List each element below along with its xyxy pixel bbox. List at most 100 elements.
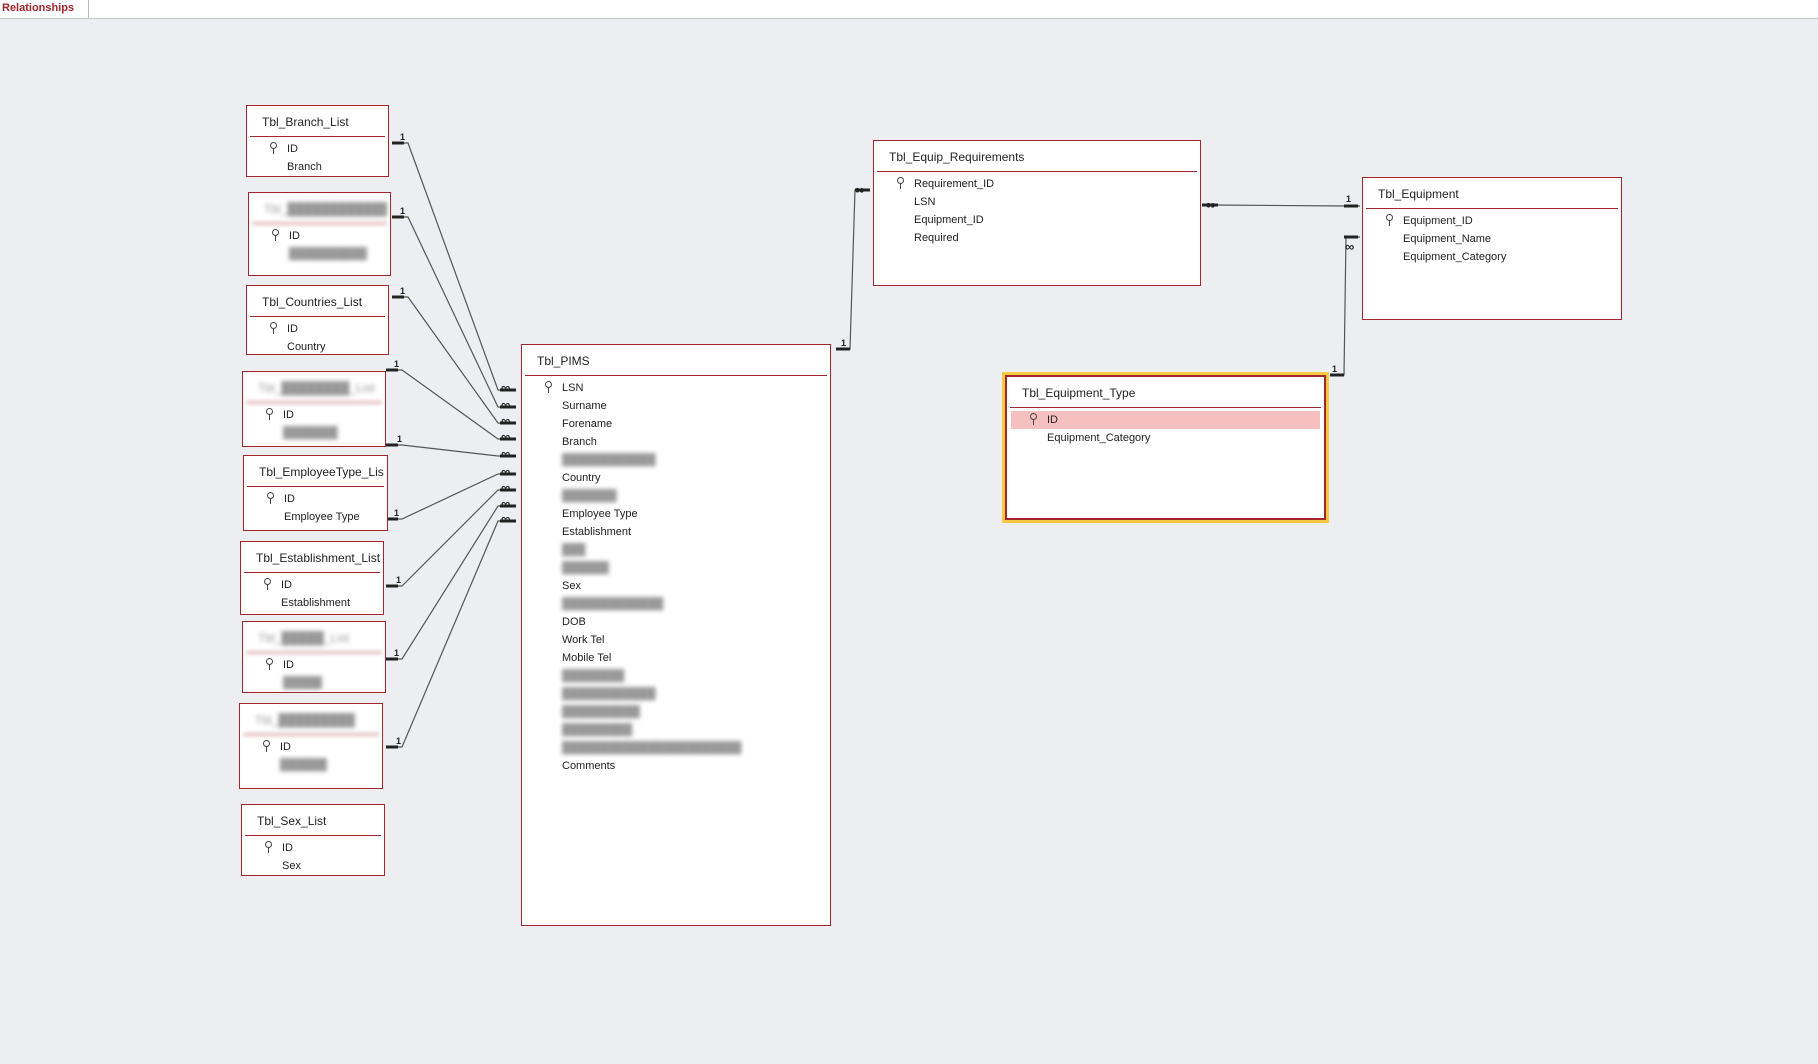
- table-equipment-type[interactable]: Tbl_Equipment_Type ID Equipment_Category: [1005, 375, 1326, 520]
- field-row[interactable]: ID: [251, 320, 384, 338]
- table-sex-list[interactable]: Tbl_Sex_List ID Sex: [241, 804, 385, 876]
- table-title[interactable]: Tbl_Branch_List: [250, 106, 385, 137]
- table-establishment-list[interactable]: Tbl_Establishment_List ID Establishment: [240, 541, 384, 615]
- table-equip-requirements[interactable]: Tbl_Equip_Requirements Requirement_ID LS…: [873, 140, 1201, 286]
- field-row[interactable]: Establishment: [526, 523, 826, 541]
- field-row[interactable]: Required: [878, 229, 1196, 247]
- rel-many-label: ∞: [501, 413, 510, 428]
- field-row[interactable]: Equipment_Category: [1367, 248, 1617, 266]
- field-name: ID: [281, 579, 292, 591]
- table-employeetype-list[interactable]: Tbl_EmployeeType_List ID Employee Type: [243, 455, 388, 531]
- field-row[interactable]: Equipment_ID: [878, 211, 1196, 229]
- field-row[interactable]: ID: [253, 227, 386, 245]
- primary-key-icon: [270, 322, 277, 334]
- table-pims[interactable]: Tbl_PIMS LSN Surname Forename Branch ███…: [521, 344, 831, 926]
- field-row-selected[interactable]: ID: [1011, 411, 1320, 429]
- table-title[interactable]: Tbl_Sex_List: [245, 805, 381, 836]
- table-title[interactable]: Tbl_████████████: [252, 193, 387, 224]
- field-row[interactable]: ID: [248, 490, 383, 508]
- field-row[interactable]: Equipment_ID: [1367, 212, 1617, 230]
- table-title[interactable]: Tbl_Establishment_List: [244, 542, 380, 573]
- field-row[interactable]: Work Tel: [526, 631, 826, 649]
- field-row[interactable]: Country: [526, 469, 826, 487]
- field-row[interactable]: ID: [247, 406, 381, 424]
- field-row[interactable]: ID: [246, 839, 380, 857]
- table-branch-list[interactable]: Tbl_Branch_List ID Branch: [246, 105, 389, 177]
- field-name: Establishment: [562, 526, 632, 538]
- table-title[interactable]: Tbl_████████_List: [246, 372, 382, 403]
- table-title[interactable]: Tbl_█████████: [243, 704, 379, 735]
- table-redacted-8[interactable]: Tbl_█████████ ID ██████: [239, 703, 383, 789]
- field-row[interactable]: ██████: [526, 559, 826, 577]
- field-row[interactable]: Sex: [526, 577, 826, 595]
- field-row[interactable]: ███████: [526, 487, 826, 505]
- field-name: Equipment_ID: [914, 214, 984, 226]
- field-row[interactable]: LSN: [526, 379, 826, 397]
- field-row[interactable]: █████: [247, 674, 381, 692]
- field-name: ID: [283, 659, 294, 671]
- field-row[interactable]: ████████: [526, 667, 826, 685]
- field-row[interactable]: ███████████████████████: [526, 739, 826, 757]
- field-row[interactable]: Equipment_Category: [1011, 429, 1320, 447]
- table-title[interactable]: Tbl_Equip_Requirements: [877, 141, 1197, 172]
- field-name: Sex: [562, 580, 581, 592]
- field-name: Work Tel: [562, 634, 605, 646]
- field-row[interactable]: Sex: [246, 857, 380, 875]
- field-row[interactable]: Establishment: [245, 594, 379, 612]
- table-title[interactable]: Tbl_PIMS: [525, 345, 827, 376]
- table-title[interactable]: Tbl_█████_List: [246, 622, 382, 653]
- field-row[interactable]: █████████: [526, 721, 826, 739]
- field-row[interactable]: Mobile Tel: [526, 649, 826, 667]
- field-row[interactable]: ID: [245, 576, 379, 594]
- table-title[interactable]: Tbl_Equipment_Type: [1010, 377, 1321, 408]
- field-row[interactable]: ██████████: [526, 703, 826, 721]
- field-name: Country: [287, 341, 326, 353]
- rel-many-label: ∞: [501, 464, 510, 479]
- table-redacted-4[interactable]: Tbl_████████_List ID ███████: [242, 371, 386, 447]
- field-name: Comments: [562, 760, 616, 772]
- field-row[interactable]: Requirement_ID: [878, 175, 1196, 193]
- field-name: Country: [562, 472, 601, 484]
- field-row[interactable]: LSN: [878, 193, 1196, 211]
- field-row[interactable]: █████████████: [526, 595, 826, 613]
- field-row[interactable]: Forename: [526, 415, 826, 433]
- tab-relationships[interactable]: Relationships: [0, 0, 90, 18]
- field-row[interactable]: ████████████: [526, 451, 826, 469]
- relationships-canvas[interactable]: 1 1 1 1 1 1 1 1 1 1 1 1 ∞ ∞ ∞ ∞ ∞ ∞ ∞ ∞ …: [0, 19, 1818, 1064]
- field-name: ████████████: [562, 688, 656, 700]
- field-row[interactable]: Branch: [251, 158, 384, 176]
- rel-one-label: 1: [400, 206, 405, 216]
- primary-key-icon: [264, 578, 271, 590]
- table-title[interactable]: Tbl_EmployeeType_List: [247, 456, 384, 487]
- field-row[interactable]: ████████████: [526, 685, 826, 703]
- field-row[interactable]: Surname: [526, 397, 826, 415]
- field-row[interactable]: Employee Type: [248, 508, 383, 526]
- field-row[interactable]: ID: [247, 656, 381, 674]
- field-name: ██████: [562, 562, 609, 574]
- table-title[interactable]: Tbl_Countries_List: [250, 286, 385, 317]
- field-row[interactable]: ██████████: [253, 245, 386, 263]
- field-row[interactable]: Comments: [526, 757, 826, 775]
- field-row[interactable]: Branch: [526, 433, 826, 451]
- rel-many-label: ∞: [501, 397, 510, 412]
- field-row[interactable]: Employee Type: [526, 505, 826, 523]
- field-row[interactable]: DOB: [526, 613, 826, 631]
- primary-key-icon: [266, 408, 273, 420]
- field-row[interactable]: ID: [251, 140, 384, 158]
- primary-key-icon: [272, 229, 279, 241]
- field-row[interactable]: ID: [244, 738, 378, 756]
- primary-key-icon: [897, 177, 904, 189]
- table-title[interactable]: Tbl_Equipment: [1366, 178, 1618, 209]
- table-countries-list[interactable]: Tbl_Countries_List ID Country: [246, 285, 389, 355]
- field-row[interactable]: ███████: [247, 424, 381, 442]
- field-row[interactable]: Country: [251, 338, 384, 356]
- table-redacted-2[interactable]: Tbl_████████████ ID ██████████: [248, 192, 391, 276]
- table-equipment[interactable]: Tbl_Equipment Equipment_ID Equipment_Nam…: [1362, 177, 1622, 320]
- field-row[interactable]: ██████: [244, 756, 378, 774]
- table-redacted-7[interactable]: Tbl_█████_List ID █████: [242, 621, 386, 693]
- field-row[interactable]: Equipment_Name: [1367, 230, 1617, 248]
- field-row[interactable]: ███: [526, 541, 826, 559]
- rel-one-label: 1: [394, 359, 399, 369]
- field-name: Employee Type: [562, 508, 638, 520]
- rel-one-label: 1: [1346, 194, 1351, 204]
